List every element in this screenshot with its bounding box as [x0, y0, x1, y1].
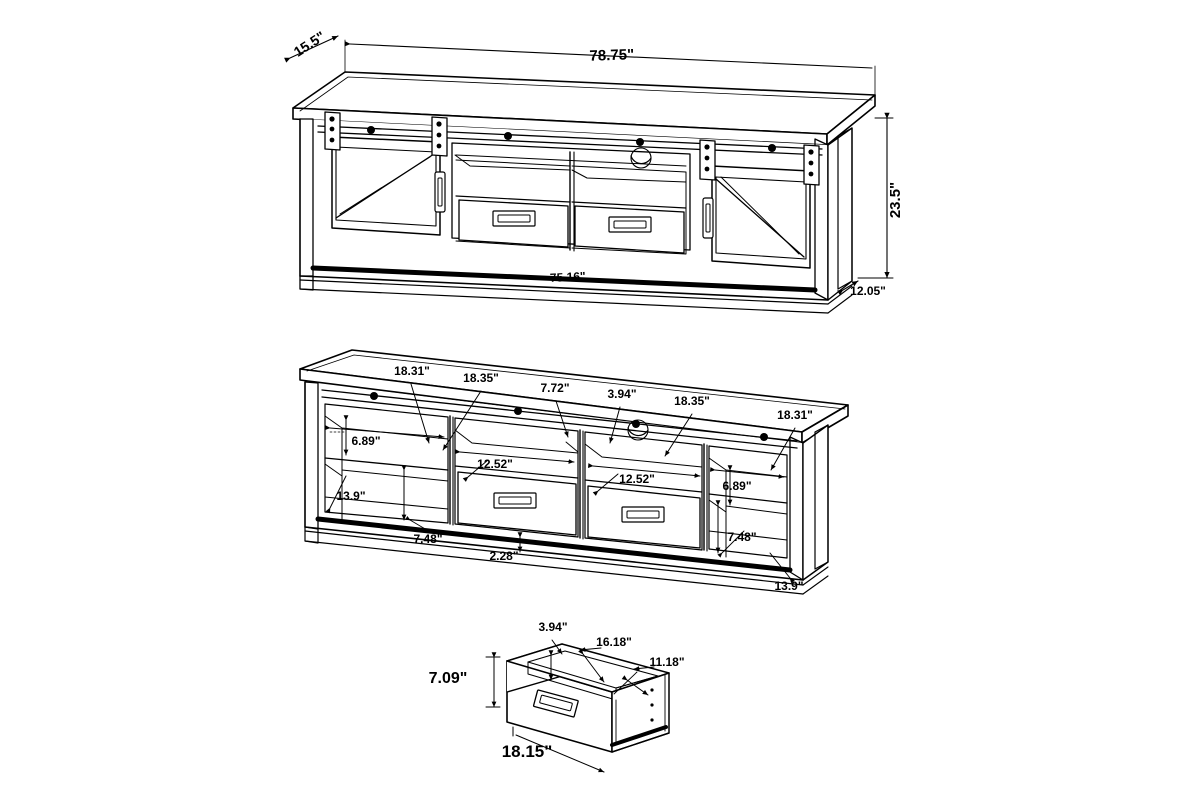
- dimension-label-right-mid-width: 18.35": [674, 394, 710, 408]
- view-closed-front: [284, 35, 894, 314]
- leader-lines-view2: [325, 383, 796, 584]
- left-barn-door[interactable]: [324, 111, 448, 236]
- dimension-label-depth: 15.5": [291, 28, 328, 60]
- dimension-label-left-drawer-depth: 12.52": [477, 457, 513, 471]
- dimension-label-right-upper-height: 6.89": [722, 479, 751, 493]
- dimension-label-base-height: 2.28": [489, 549, 518, 563]
- cabinet-top-panel-2: [299, 349, 849, 444]
- dimension-labels: 15.5" 78.75" 23.5" 75.16" 12.05" 18.31" 18.35"…: [291, 28, 904, 761]
- dimension-label-drawer-height: 7.09": [429, 670, 468, 687]
- dimension-label-left-shelf-width: 18.31": [394, 364, 430, 378]
- dimension-label-left-lower-depth: 13.9": [336, 489, 365, 503]
- dimension-lines-view1: [284, 35, 894, 295]
- center-compartments: [451, 142, 691, 255]
- labels-drawer-detail: 3.94" 16.18" 11.18" 7.09" 18.15": [429, 620, 685, 761]
- dimension-label-overall-height: 23.5": [887, 182, 904, 218]
- dimension-label-left-upper-height: 6.89": [351, 434, 380, 448]
- dimension-label-overall-width: 78.75": [589, 46, 634, 65]
- dimension-label-divider-width: 3.94": [607, 387, 636, 401]
- dimension-label-left-mid-width: 18.35": [463, 371, 499, 385]
- dimension-label-left-lower-height: 7.48": [413, 532, 442, 546]
- labels-front-closed: 15.5" 78.75" 23.5" 75.16" 12.05": [291, 28, 904, 298]
- view-open-front: [299, 349, 849, 595]
- dimension-label-interior-width: 75.16": [550, 269, 586, 285]
- dimension-label-right-drawer-depth: 12.52": [619, 472, 655, 486]
- dimension-label-drawer-side-thickness: 3.94": [538, 620, 567, 634]
- view-drawer-detail: [485, 639, 670, 773]
- right-barn-door[interactable]: [699, 139, 820, 269]
- dimension-label-drawer-inner-depth: 11.18": [649, 655, 684, 669]
- cabinet-top-panel: [292, 71, 876, 146]
- labels-front-open: 18.31" 18.35" 7.72" 3.94" 18.35" 18.31" 6.89" 1…: [336, 364, 812, 593]
- dimension-lines-drawer: [485, 639, 655, 773]
- dimension-label-right-shelf-width: 18.31": [777, 408, 813, 422]
- dimension-label-leg-depth: 12.05": [850, 284, 886, 298]
- barn-door-track: [317, 125, 823, 156]
- dimension-label-drawer-front-width: 18.15": [502, 742, 553, 761]
- dimension-label-right-lower-height: 7.48": [727, 530, 756, 544]
- dimension-label-drawer-inner-width: 16.18": [596, 635, 632, 649]
- dimension-label-right-lower-depth: 13.9": [774, 579, 803, 593]
- top-rail-2: [321, 389, 798, 449]
- dimension-label-center-gap: 7.72": [540, 381, 569, 395]
